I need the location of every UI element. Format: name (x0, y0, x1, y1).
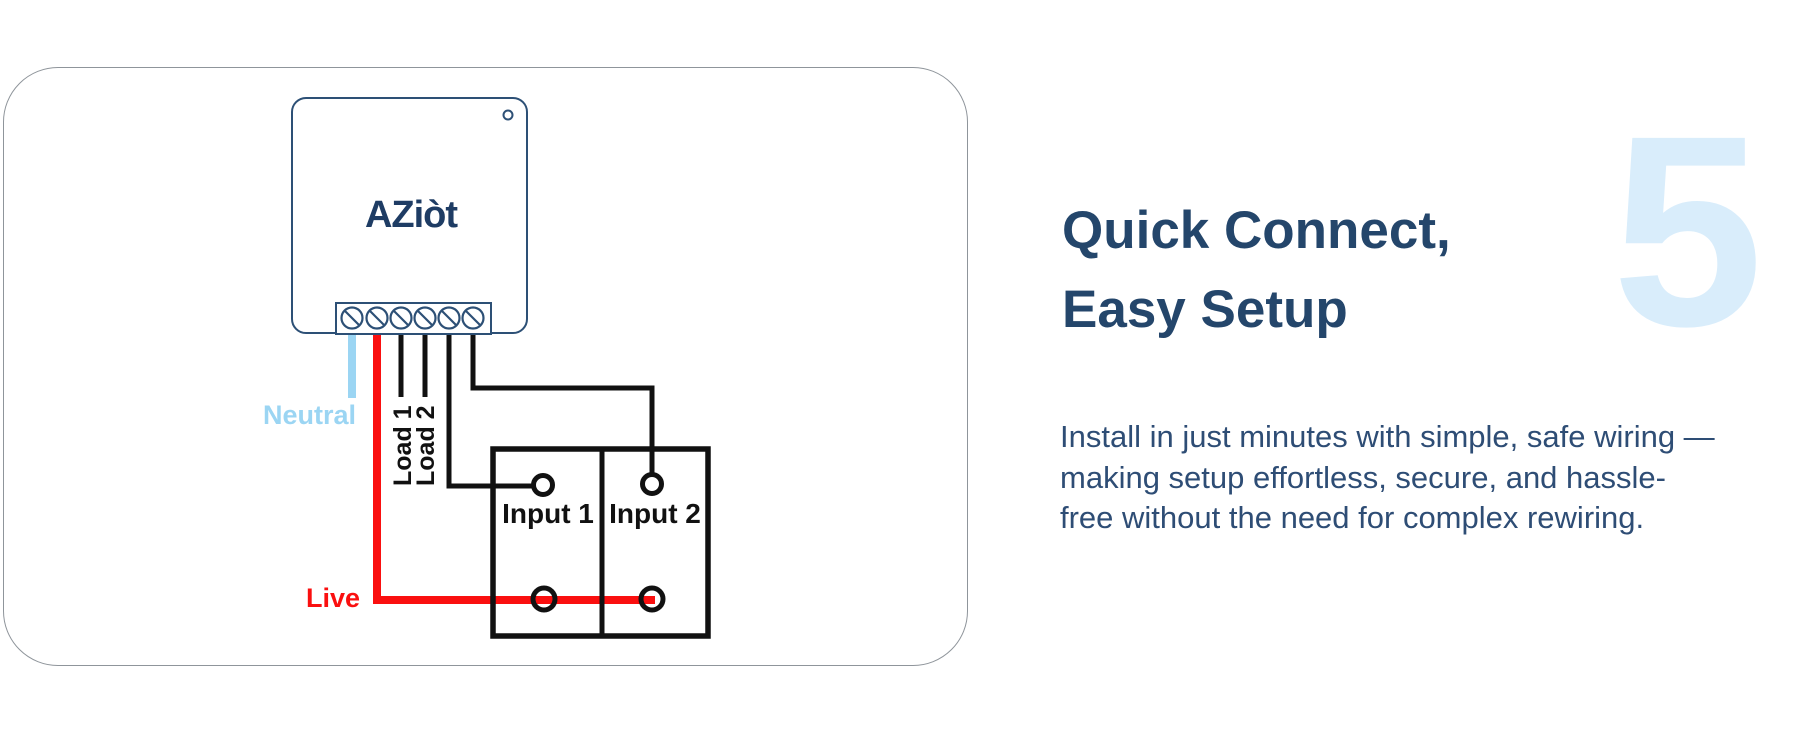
live-wire (373, 320, 655, 604)
brand-logo: AZiòt (365, 194, 458, 236)
input1-bottom-terminal (530, 585, 558, 613)
live-label: Live (306, 583, 360, 613)
screw-terminal-5 (437, 306, 461, 330)
input2-bottom-terminal (638, 585, 666, 613)
screw-terminal-4 (413, 306, 437, 330)
screw-terminals (340, 306, 485, 330)
neutral-label: Neutral (263, 400, 356, 430)
load1-label: Load 1 (389, 405, 417, 486)
section-heading: Quick Connect, Easy Setup (1062, 201, 1451, 339)
screw-terminal-6 (461, 306, 485, 330)
step-number-watermark: 5 (1612, 79, 1764, 383)
input2-label: Input 2 (609, 498, 701, 529)
screw-terminal-3 (389, 306, 413, 330)
input1-label: Input 1 (502, 498, 594, 529)
screw-terminal-2 (365, 306, 389, 330)
input1-top-terminal (531, 473, 555, 497)
input2-top-terminal (640, 472, 664, 496)
switch2-wire (470, 320, 655, 474)
switch1-wire (446, 320, 533, 489)
load2-label: Load 2 (412, 405, 440, 486)
device-led-icon (502, 109, 514, 121)
screw-terminal-1 (340, 306, 364, 330)
section-paragraph: Install in just minutes with simple, saf… (1060, 419, 1715, 535)
